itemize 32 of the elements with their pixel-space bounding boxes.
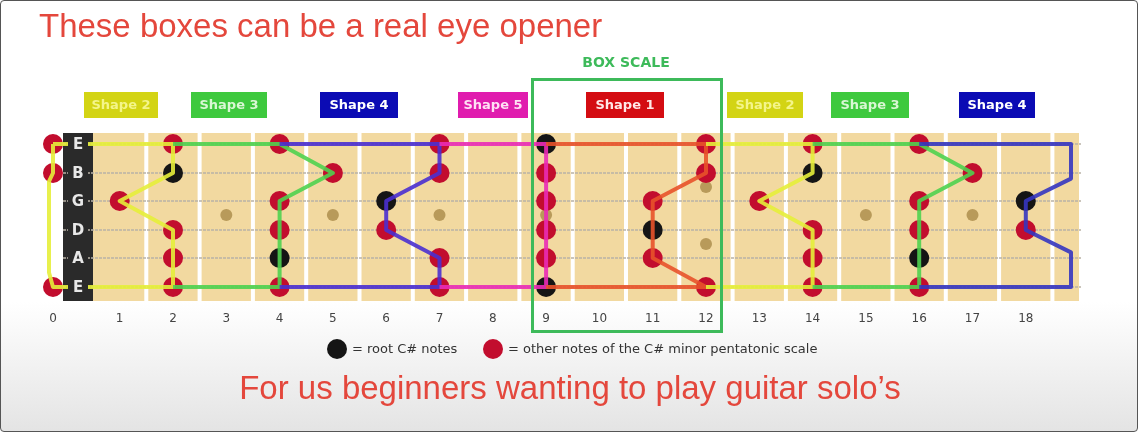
title: These boxes can be a real eye opener xyxy=(39,7,603,45)
fret-number: 0 xyxy=(48,311,58,325)
fret-number: 5 xyxy=(328,311,338,325)
fret-number: 2 xyxy=(168,311,178,325)
fret-number: 14 xyxy=(803,311,822,325)
fret-number: 6 xyxy=(381,311,391,325)
fret-number: 10 xyxy=(590,311,609,325)
legend-text: = other notes of the C# minor pentatonic scale xyxy=(508,340,818,358)
shape-tag: Shape 2 xyxy=(727,92,803,118)
shape-tag: Shape 5 xyxy=(458,92,528,118)
shape-tag: Shape 4 xyxy=(320,92,398,118)
fret-number: 7 xyxy=(434,311,445,325)
shape-tag: Shape 3 xyxy=(831,92,909,118)
shape-tag: Shape 1 xyxy=(586,92,664,118)
fret-number: 17 xyxy=(963,311,982,325)
fret-number: 13 xyxy=(750,311,768,325)
fret-number: 15 xyxy=(857,311,875,325)
legend-text: = root C# notes xyxy=(352,340,458,358)
fret-number: 1 xyxy=(114,311,125,325)
fret-number: 3 xyxy=(221,311,232,325)
fret-number: 18 xyxy=(1017,311,1035,325)
shape-tag: Shape 3 xyxy=(191,92,267,118)
shape-tag: Shape 4 xyxy=(959,92,1035,118)
shape-tag: Shape 2 xyxy=(84,92,158,118)
caption: For us beginners wanting to play guitar solo’s xyxy=(238,369,902,407)
box-heading: BOX SCALE xyxy=(581,53,671,71)
fret-number: 12 xyxy=(697,311,715,325)
fret-number: 8 xyxy=(487,311,498,325)
fret-number: 16 xyxy=(910,311,928,325)
fret-number: 4 xyxy=(274,311,285,325)
fret-number: 11 xyxy=(644,311,662,325)
fret-number: 9 xyxy=(541,311,551,325)
